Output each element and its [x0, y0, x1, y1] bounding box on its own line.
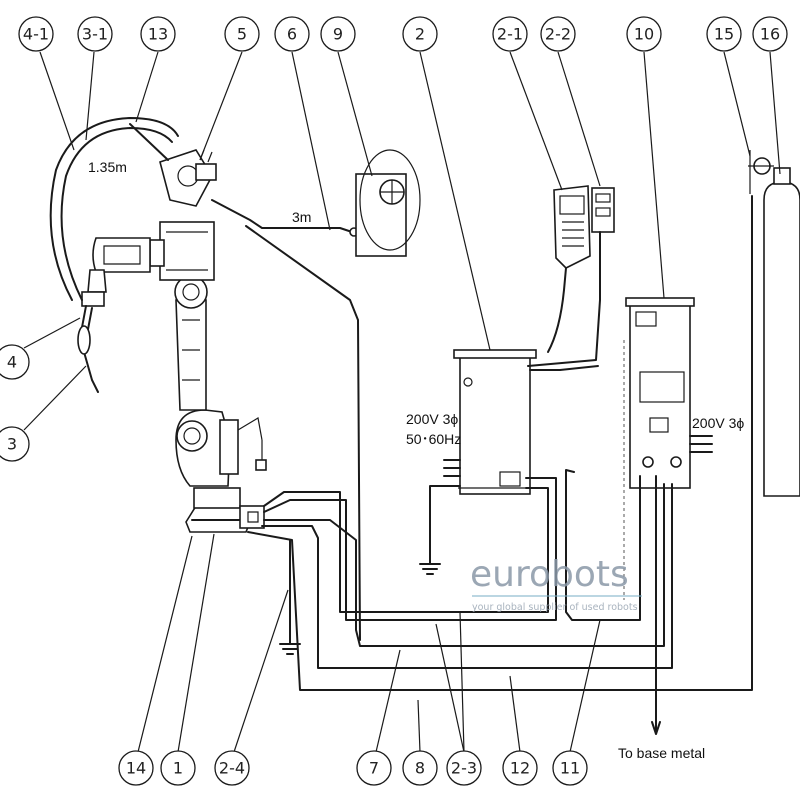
svg-text:9: 9 [333, 25, 343, 44]
callout-2-4: 2-4 [214, 750, 250, 786]
svg-text:2-2: 2-2 [545, 25, 571, 44]
callout-12: 12 [502, 750, 538, 786]
welder-voltage-label: 200V 3ϕ [692, 415, 744, 431]
svg-text:16: 16 [760, 25, 780, 44]
controller-frequency-label: 50･60Hz [406, 431, 461, 447]
watermark-brand: eurobots [470, 554, 629, 595]
cable-length-135: 1.35m [88, 159, 127, 175]
svg-text:6: 6 [287, 25, 297, 44]
controller-voltage-label: 200V 3ϕ [406, 411, 458, 427]
callout-13: 13 [140, 16, 176, 52]
callout-14: 14 [118, 750, 154, 786]
svg-text:2-3: 2-3 [451, 759, 477, 778]
callout-3-1: 3-1 [77, 16, 113, 52]
callout-6: 6 [274, 16, 310, 52]
svg-text:3: 3 [7, 435, 17, 454]
svg-text:11: 11 [560, 759, 580, 778]
leader-lines [23, 51, 781, 753]
watermark-logo: eurobots your global supplier of used ro… [470, 554, 642, 613]
svg-text:2-1: 2-1 [497, 25, 523, 44]
callout-1: 1 [160, 750, 196, 786]
callout-2-2: 2-2 [540, 16, 576, 52]
cable-routing [245, 195, 753, 735]
base-metal-label: To base metal [618, 745, 705, 761]
callout-2-1: 2-1 [492, 16, 528, 52]
callout-4: 4 [0, 344, 30, 380]
svg-text:4: 4 [7, 353, 17, 372]
ground-symbol-icon [279, 643, 301, 655]
callout-10: 10 [626, 16, 662, 52]
callout-7: 7 [356, 750, 392, 786]
callout-5: 5 [224, 16, 260, 52]
callout-4-1: 4-1 [18, 16, 54, 52]
svg-text:15: 15 [714, 25, 734, 44]
watermark-tagline: your global supplier of used robots [472, 602, 638, 613]
cable-length-3m: 3m [292, 209, 311, 225]
svg-text:2-4: 2-4 [219, 759, 245, 778]
svg-text:12: 12 [510, 759, 530, 778]
svg-text:14: 14 [126, 759, 146, 778]
wire-spool-icon [355, 149, 421, 257]
wire-feeder-icon [129, 123, 217, 207]
pendant-box-icon [527, 187, 615, 367]
robot-arm-icon [77, 221, 267, 533]
callout-2: 2 [402, 16, 438, 52]
svg-text:7: 7 [369, 759, 379, 778]
callout-15: 15 [706, 16, 742, 52]
svg-text:3-1: 3-1 [82, 25, 108, 44]
svg-text:4-1: 4-1 [23, 25, 49, 44]
svg-text:2: 2 [415, 25, 425, 44]
welding-power-supply-icon [623, 297, 695, 600]
callout-2-3: 2-3 [446, 750, 482, 786]
gas-cylinder-icon [748, 150, 800, 497]
teach-pendant-icon [547, 185, 591, 353]
robot-controller-icon [443, 349, 537, 495]
svg-text:8: 8 [415, 759, 425, 778]
svg-text:13: 13 [148, 25, 168, 44]
ground-symbol-icon [419, 563, 441, 575]
callout-11: 11 [552, 750, 588, 786]
svg-text:1: 1 [173, 759, 183, 778]
callout-9: 9 [320, 16, 356, 52]
svg-text:10: 10 [634, 25, 654, 44]
svg-text:5: 5 [237, 25, 247, 44]
callout-8: 8 [402, 750, 438, 786]
callout-16: 16 [752, 16, 788, 52]
callout-3: 3 [0, 426, 30, 462]
